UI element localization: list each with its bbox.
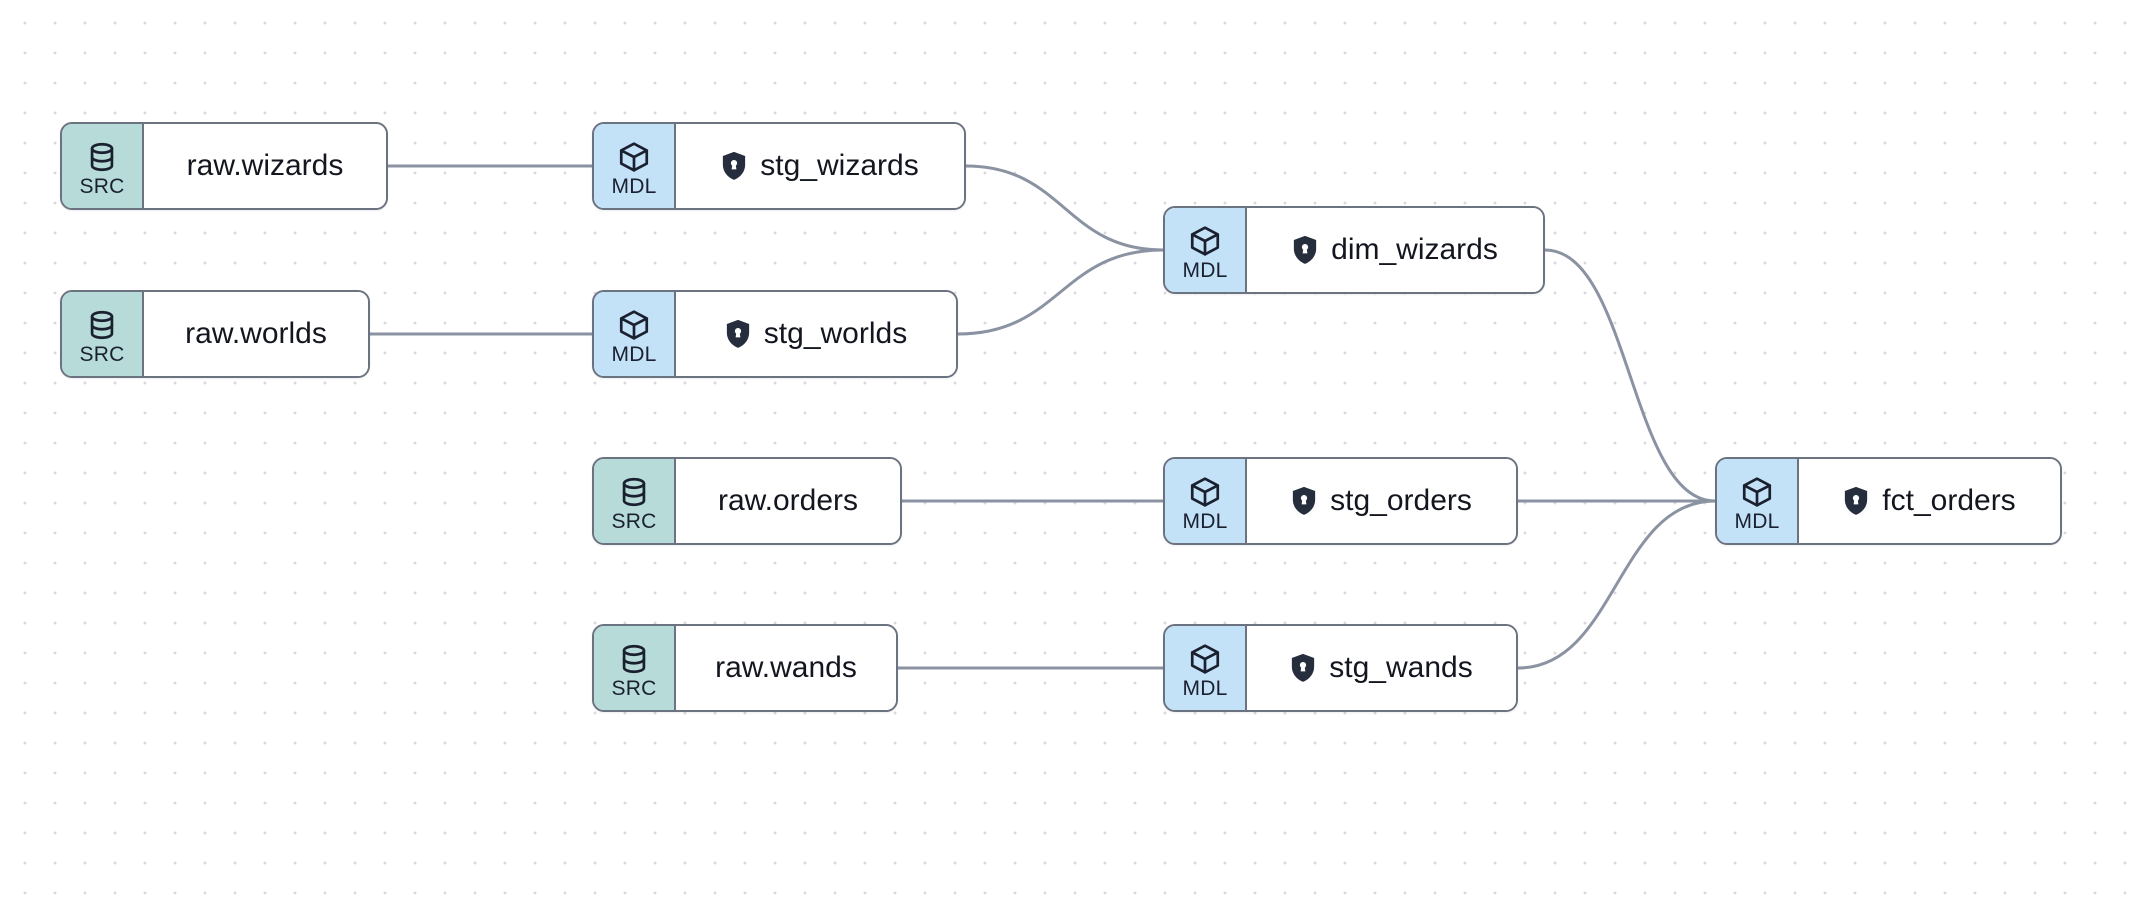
node-body-stg_worlds: stg_worlds [676,292,956,376]
node-type-badge-stg_wizards: MDL [594,124,676,208]
node-type-label: SRC [79,342,125,366]
node-label: raw.worlds [185,317,327,350]
node-body-raw_worlds: raw.worlds [144,292,368,376]
node-label: raw.wands [715,651,857,684]
node-body-raw_wizards: raw.wizards [144,124,386,208]
node-type-badge-dim_wizards: MDL [1165,208,1247,292]
node-type-badge-raw_orders: SRC [594,459,676,543]
node-type-label: MDL [611,174,657,198]
node-type-label: MDL [1734,509,1780,533]
shield-lock-icon [721,151,747,181]
node-type-label: SRC [611,676,657,700]
node-raw_wizards[interactable]: SRC raw.wizards [60,122,388,210]
node-type-badge-raw_wands: SRC [594,626,676,710]
shield-lock-icon [1292,235,1318,265]
database-icon [617,642,651,676]
node-body-fct_orders: fct_orders [1799,459,2060,543]
shield-lock-icon [725,319,751,349]
cube-icon [1188,224,1222,258]
node-type-label: MDL [611,342,657,366]
node-body-stg_orders: stg_orders [1247,459,1516,543]
database-icon [85,140,119,174]
node-label: stg_wizards [760,149,919,182]
cube-icon [617,140,651,174]
node-type-label: MDL [1182,676,1228,700]
node-type-label: MDL [1182,258,1228,282]
node-type-badge-stg_wands: MDL [1165,626,1247,710]
node-type-badge-stg_orders: MDL [1165,459,1247,543]
node-body-raw_wands: raw.wands [676,626,896,710]
node-label: stg_orders [1330,484,1472,517]
node-type-badge-raw_wizards: SRC [62,124,144,208]
shield-lock-icon [1291,486,1317,516]
shield-lock-icon [1843,486,1869,516]
node-stg_worlds[interactable]: MDL stg_worlds [592,290,958,378]
node-dim_wizards[interactable]: MDL dim_wizards [1163,206,1545,294]
node-type-badge-stg_worlds: MDL [594,292,676,376]
node-type-label: SRC [611,509,657,533]
node-type-badge-raw_worlds: SRC [62,292,144,376]
node-body-raw_orders: raw.orders [676,459,900,543]
cube-icon [617,308,651,342]
node-stg_orders[interactable]: MDL stg_orders [1163,457,1518,545]
node-label: raw.wizards [186,149,344,182]
node-label: stg_worlds [763,317,908,350]
node-type-badge-fct_orders: MDL [1717,459,1799,543]
node-fct_orders[interactable]: MDL fct_orders [1715,457,2062,545]
node-label: fct_orders [1882,484,2016,517]
node-raw_wands[interactable]: SRC raw.wands [592,624,898,712]
node-body-stg_wizards: stg_wizards [676,124,964,208]
database-icon [85,308,119,342]
node-stg_wands[interactable]: MDL stg_wands [1163,624,1518,712]
cube-icon [1188,475,1222,509]
node-raw_orders[interactable]: SRC raw.orders [592,457,902,545]
node-label: dim_wizards [1331,233,1498,266]
node-body-dim_wizards: dim_wizards [1247,208,1543,292]
node-stg_wizards[interactable]: MDL stg_wizards [592,122,966,210]
node-body-stg_wands: stg_wands [1247,626,1516,710]
database-icon [617,475,651,509]
cube-icon [1188,642,1222,676]
cube-icon [1740,475,1774,509]
shield-lock-icon [1290,653,1316,683]
node-type-label: SRC [79,174,125,198]
node-label: raw.orders [717,484,859,517]
node-label: stg_wands [1329,651,1473,684]
node-raw_worlds[interactable]: SRC raw.worlds [60,290,370,378]
node-type-label: MDL [1182,509,1228,533]
